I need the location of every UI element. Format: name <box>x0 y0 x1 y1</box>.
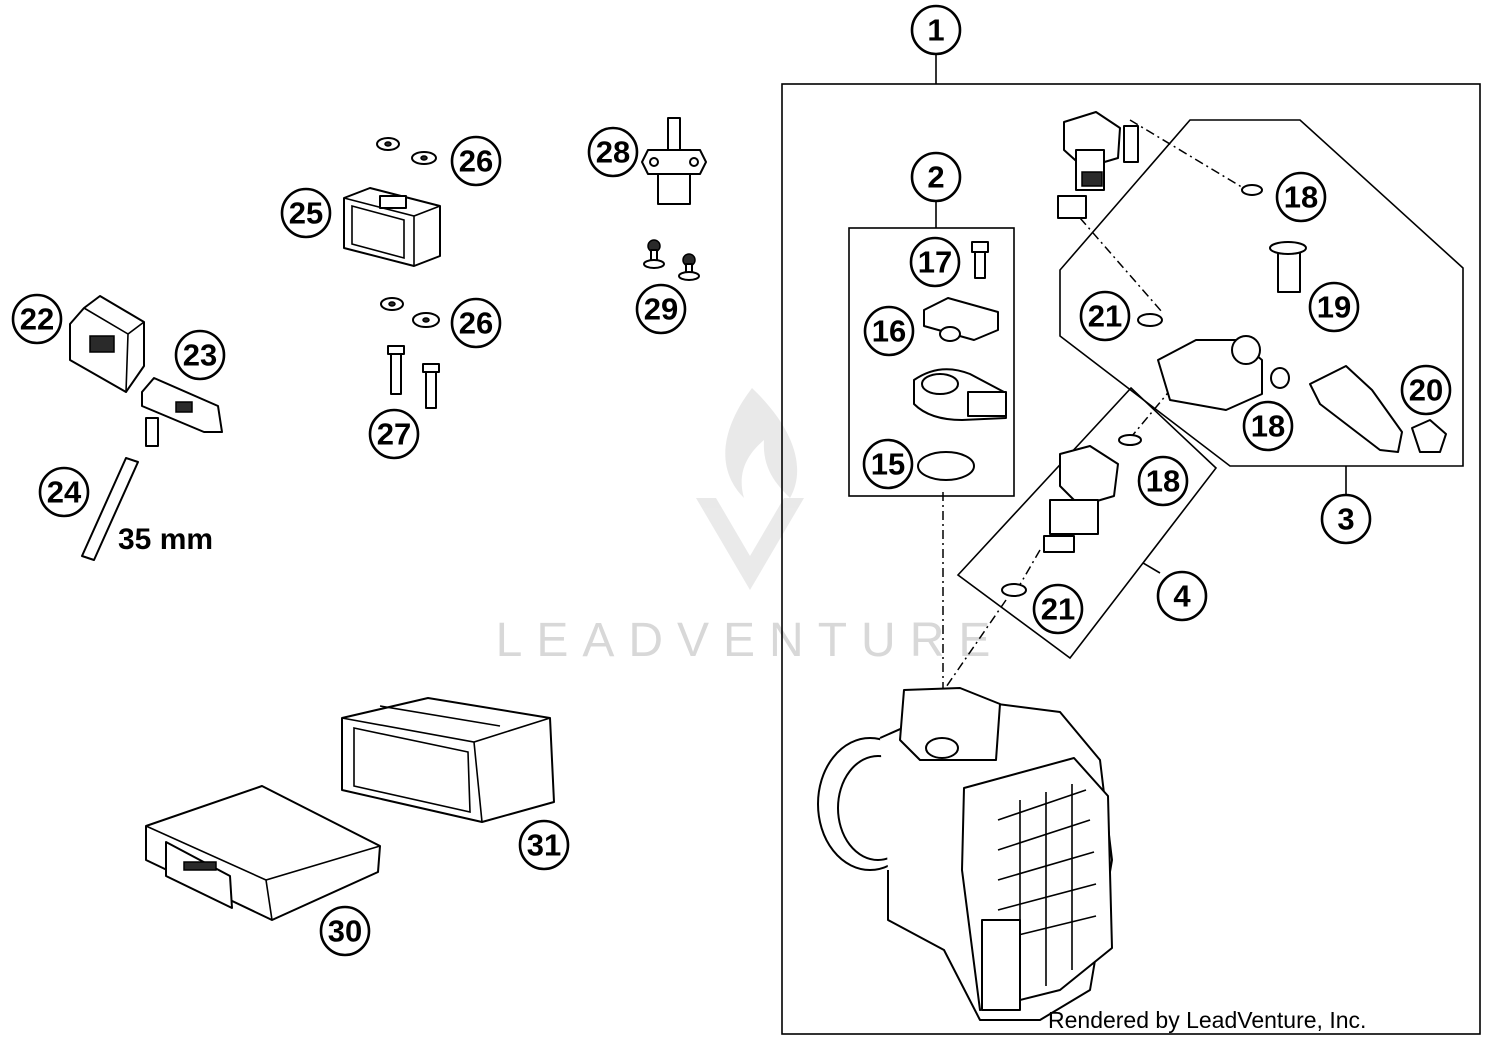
group-box-4 <box>956 386 1218 660</box>
connector-22 <box>69 295 145 393</box>
hose-24 <box>81 457 139 561</box>
callout-16[interactable]: 16 <box>863 305 915 357</box>
callout-4[interactable]: 4 <box>1156 570 1208 622</box>
callout-23[interactable]: 23 <box>174 329 226 381</box>
svg-text:24: 24 <box>47 475 82 510</box>
callout-25[interactable]: 25 <box>280 187 332 239</box>
svg-text:1: 1 <box>927 13 944 48</box>
throttle-body <box>817 687 1113 1021</box>
callout-26-top[interactable]: 26 <box>450 135 502 187</box>
fuel-rail-parts <box>1118 184 1447 453</box>
callout-21-upper[interactable]: 21 <box>1079 290 1131 342</box>
svg-text:4: 4 <box>1173 579 1191 614</box>
callout-18-lower[interactable]: 18 <box>1137 455 1189 507</box>
svg-text:23: 23 <box>183 338 217 373</box>
callout-28[interactable]: 28 <box>587 126 639 178</box>
callout-2[interactable]: 2 <box>910 151 962 203</box>
callout-1[interactable]: 1 <box>910 4 962 56</box>
svg-text:30: 30 <box>328 914 362 949</box>
sensor-23 <box>141 377 223 447</box>
screws-29 <box>643 239 700 281</box>
svg-text:3: 3 <box>1337 502 1354 537</box>
callout-3[interactable]: 3 <box>1320 493 1372 545</box>
callout-17[interactable]: 17 <box>909 236 961 288</box>
hose-length-label: 35 mm <box>118 523 213 556</box>
callout-18-mid[interactable]: 18 <box>1242 400 1294 452</box>
svg-text:21: 21 <box>1088 299 1122 334</box>
callout-18-top[interactable]: 18 <box>1275 171 1327 223</box>
group-box-1 <box>781 83 1481 1035</box>
svg-text:25: 25 <box>289 196 323 231</box>
svg-text:15: 15 <box>871 447 905 482</box>
callout-21-lower[interactable]: 21 <box>1032 583 1084 635</box>
render-credit: Rendered by LeadVenture, Inc. <box>1048 1007 1366 1033</box>
svg-text:16: 16 <box>872 314 906 349</box>
group-box-2 <box>848 227 1015 497</box>
screw-17 <box>971 241 989 279</box>
svg-text:26: 26 <box>459 144 493 179</box>
callout-15[interactable]: 15 <box>862 438 914 490</box>
svg-text:27: 27 <box>377 417 411 452</box>
callout-24[interactable]: 24 <box>38 466 90 518</box>
sensor-15 <box>913 368 1007 481</box>
injector-upper <box>1057 111 1139 219</box>
assembly-lines <box>942 119 1251 691</box>
watermark-logo-icon <box>696 388 804 590</box>
svg-text:17: 17 <box>918 245 952 280</box>
svg-text:26: 26 <box>459 306 493 341</box>
svg-text:29: 29 <box>644 292 678 327</box>
svg-text:28: 28 <box>596 135 630 170</box>
callout-20[interactable]: 20 <box>1400 364 1452 416</box>
svg-text:31: 31 <box>527 828 561 863</box>
washer-pair-top <box>376 137 437 165</box>
callout-26-bottom[interactable]: 26 <box>450 297 502 349</box>
injector-lower <box>1001 445 1119 597</box>
leader-lines <box>935 53 1347 574</box>
svg-text:20: 20 <box>1409 373 1443 408</box>
svg-text:21: 21 <box>1041 592 1075 627</box>
watermark-text: LEADVENTURE <box>496 614 1005 667</box>
callout-29[interactable]: 29 <box>635 283 687 335</box>
callout-30[interactable]: 30 <box>319 905 371 957</box>
washer-pair-bottom <box>380 297 440 328</box>
svg-text:18: 18 <box>1284 180 1318 215</box>
svg-text:19: 19 <box>1317 290 1351 325</box>
sensor-28 <box>641 117 707 205</box>
housing-31 <box>341 697 555 823</box>
ecu-30 <box>145 785 381 921</box>
svg-text:22: 22 <box>20 302 54 337</box>
svg-text:2: 2 <box>927 160 944 195</box>
svg-text:18: 18 <box>1251 409 1285 444</box>
sensor-25 <box>343 187 441 267</box>
bracket-16 <box>923 297 999 342</box>
bolts-27 <box>387 345 440 409</box>
callout-22[interactable]: 22 <box>11 293 63 345</box>
callout-31[interactable]: 31 <box>518 819 570 871</box>
watermark: LEADVENTURE <box>496 388 1005 667</box>
callout-27[interactable]: 27 <box>368 408 420 460</box>
svg-text:18: 18 <box>1146 464 1180 499</box>
callout-19[interactable]: 19 <box>1308 281 1360 333</box>
